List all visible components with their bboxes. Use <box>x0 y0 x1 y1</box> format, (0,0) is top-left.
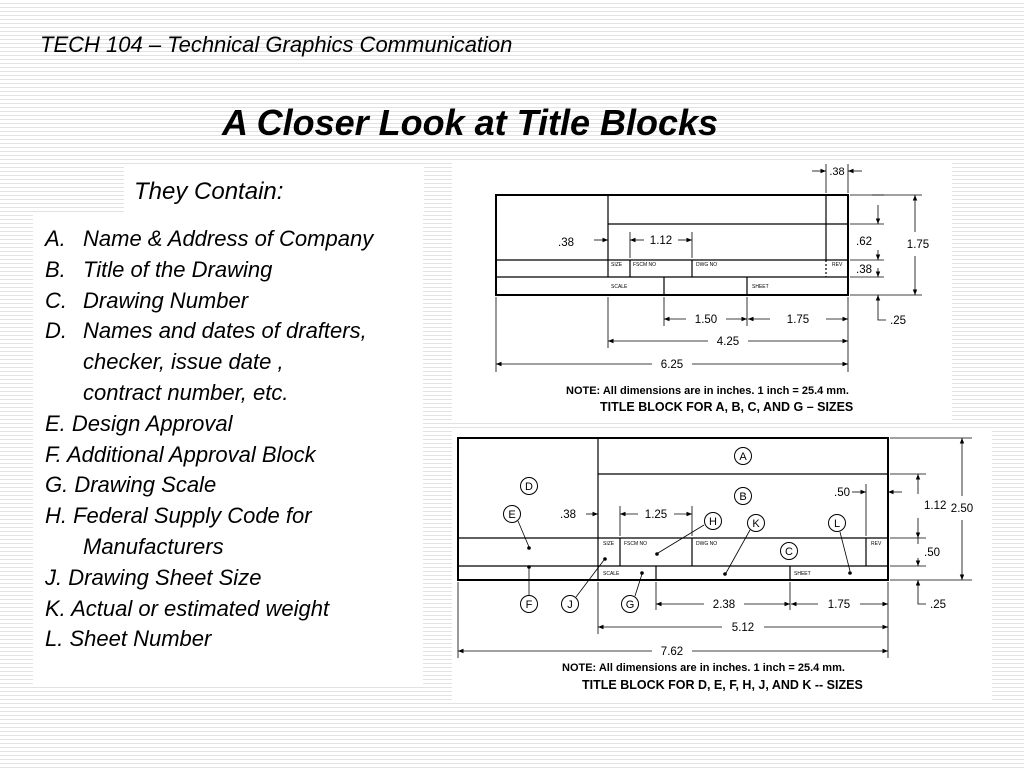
list-item-l: L. Sheet Number <box>45 626 212 652</box>
label-g: G <box>626 599 635 611</box>
dim-50-right: .50 <box>924 547 940 559</box>
list-item-f: F. Additional Approval Block <box>45 441 316 467</box>
cell-size-2: SIZE <box>603 541 615 547</box>
dim-38-top: .38 <box>829 166 844 178</box>
list-item-c: C.Drawing Number <box>45 287 249 313</box>
label-e: E <box>508 509 515 521</box>
list-heading: They Contain: <box>134 178 284 205</box>
label-f: F <box>526 599 533 611</box>
cell-size: SIZE <box>611 262 623 268</box>
dim-150: 1.50 <box>695 314 717 326</box>
cell-dwg-2: DWG NO <box>696 541 717 547</box>
cell-scale: SCALE <box>611 284 628 290</box>
list-item-g: G. Drawing Scale <box>45 472 217 498</box>
cell-sheet-2: SHEET <box>794 571 811 577</box>
dim-38-left: .38 <box>558 237 574 249</box>
dim-512: 5.12 <box>732 622 754 634</box>
label-h: H <box>709 516 717 528</box>
cell-fscm: FSCM NO <box>633 262 656 268</box>
list-item-e: E. Design Approval <box>45 410 233 436</box>
title-block-drawing-abcg: SIZE FSCM NO DWG NO REV SCALE SHEET .38 … <box>495 164 929 414</box>
list-item-b: B.Title of the Drawing <box>45 256 273 282</box>
fig2-caption: TITLE BLOCK FOR D, E, F, H, J, AND K -- … <box>582 678 863 692</box>
contents-list: A.Name & Address of Company B.Title of t… <box>45 224 373 655</box>
fig2-note: NOTE: All dimensions are in inches. 1 in… <box>562 662 845 674</box>
dim-425: 4.25 <box>717 336 739 348</box>
label-c: C <box>785 546 793 558</box>
title-block-figure-abcg: SIZE FSCM NO DWG NO REV SCALE SHEET .38 … <box>452 160 952 422</box>
dim-25-2: .25 <box>930 599 946 611</box>
list-item-k: K. Actual or estimated weight <box>45 595 330 621</box>
list-item-h-cont: Manufacturers <box>83 533 224 559</box>
dim-125: 1.25 <box>645 509 667 521</box>
dim-250: 2.50 <box>951 503 973 515</box>
course-header: TECH 104 – Technical Graphics Communicat… <box>40 32 513 57</box>
list-item-d: D.Names and dates of drafters, <box>45 318 367 344</box>
label-a: A <box>739 451 747 463</box>
callout-labels: A B C D E F J G H K L <box>503 447 846 613</box>
dim-62: .62 <box>856 236 872 248</box>
dim-238: 2.38 <box>713 599 735 611</box>
dim-625: 6.25 <box>661 359 683 371</box>
list-item-d-cont1: checker, issue date , <box>83 349 284 375</box>
dim-175-2: 1.75 <box>828 599 850 611</box>
dim-175-right: 1.75 <box>907 239 929 251</box>
label-b: B <box>739 491 746 503</box>
cell-dwg: DWG NO <box>696 262 717 268</box>
list-panel <box>33 212 423 687</box>
title-block-drawing-defhjk: SIZE FSCM NO DWG NO REV SCALE SHEET A B … <box>457 437 973 692</box>
list-item-j: J. Drawing Sheet Size <box>45 564 262 590</box>
dim-762: 7.62 <box>661 646 683 658</box>
dim-38-right: .38 <box>856 264 872 276</box>
list-item-d-cont2: contract number, etc. <box>83 379 289 405</box>
dim-50-top: .50 <box>834 487 850 499</box>
cell-fscm-2: FSCM NO <box>624 541 647 547</box>
label-k: K <box>752 518 760 530</box>
cell-sheet: SHEET <box>752 284 769 290</box>
dim-25: .25 <box>890 315 906 327</box>
list-item-a: A.Name & Address of Company <box>45 226 374 251</box>
dim-112: 1.12 <box>650 235 672 247</box>
cell-rev: REV <box>832 262 843 268</box>
fig1-note: NOTE: All dimensions are in inches. 1 in… <box>566 385 849 397</box>
label-d: D <box>525 481 533 493</box>
label-l: L <box>834 518 840 530</box>
label-j: J <box>567 599 573 611</box>
fig1-caption: TITLE BLOCK FOR A, B, C, AND G – SIZES <box>600 400 853 414</box>
dim-175-bottom: 1.75 <box>787 314 809 326</box>
title-block-figure-defhjk: SIZE FSCM NO DWG NO REV SCALE SHEET A B … <box>452 428 992 703</box>
slide-title: A Closer Look at Title Blocks <box>221 102 719 143</box>
dim-112-2: 1.12 <box>924 500 946 512</box>
cell-scale-2: SCALE <box>603 571 620 577</box>
list-item-h: H. Federal Supply Code for <box>45 503 312 529</box>
dim-38-2: .38 <box>560 509 576 521</box>
cell-rev-2: REV <box>871 541 882 547</box>
list-heading-panel <box>124 164 424 214</box>
